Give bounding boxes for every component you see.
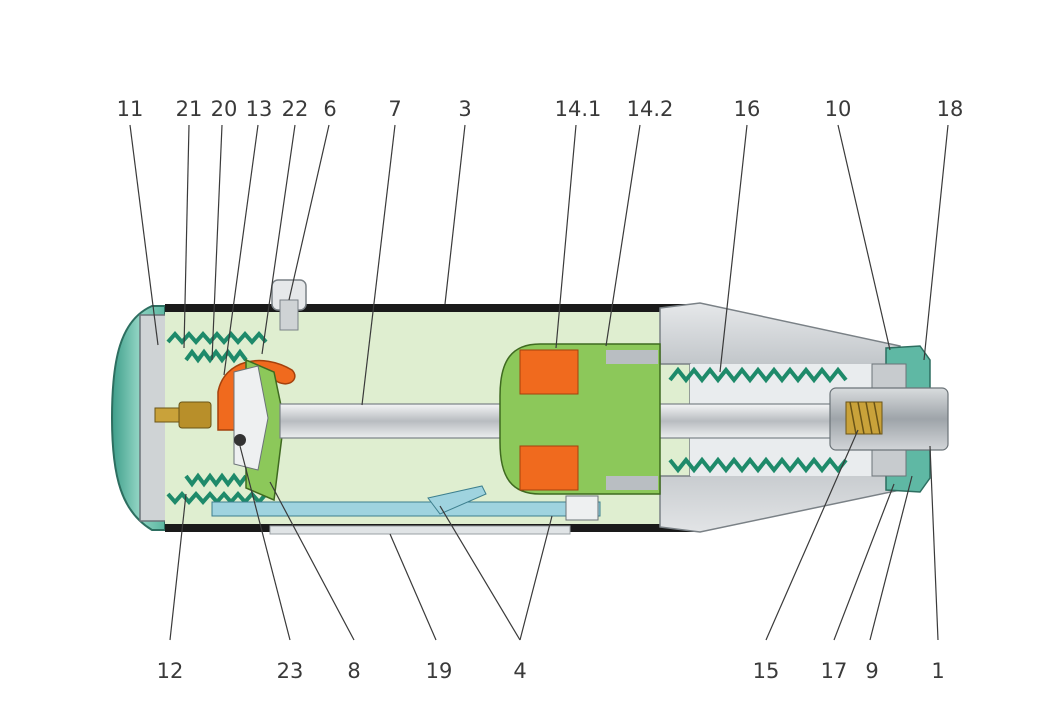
- label-12: 12: [157, 659, 184, 683]
- label-18: 18: [937, 97, 964, 121]
- label-23: 23: [277, 659, 304, 683]
- label-15: 15: [753, 659, 780, 683]
- label-22: 22: [282, 97, 309, 121]
- label-10: 10: [825, 97, 852, 121]
- return-spring: [668, 366, 848, 474]
- adjusting-screw: [154, 401, 212, 429]
- top-labels: 11 21 20 13 22 6 7 3 14.1 14.2 16 10 18: [117, 97, 964, 121]
- label-3: 3: [458, 97, 471, 121]
- bottom-labels: 12 23 8 19 4 15 17 9 1: [157, 659, 945, 683]
- label-21: 21: [176, 97, 203, 121]
- label-14-1: 14.1: [555, 97, 602, 121]
- label-11: 11: [117, 97, 144, 121]
- solenoid: [499, 343, 661, 495]
- label-14-2: 14.2: [627, 97, 674, 121]
- label-17: 17: [821, 659, 848, 683]
- terminal: [271, 279, 307, 331]
- label-16: 16: [734, 97, 761, 121]
- label-4: 4: [513, 659, 526, 683]
- label-1: 1: [931, 659, 944, 683]
- slide-bar: [211, 485, 601, 535]
- label-8: 8: [347, 659, 360, 683]
- label-9: 9: [865, 659, 878, 683]
- label-6: 6: [323, 97, 336, 121]
- label-7: 7: [388, 97, 401, 121]
- label-13: 13: [246, 97, 273, 121]
- label-19: 19: [426, 659, 453, 683]
- leader-lines: [129, 124, 949, 641]
- threaded-insert: [845, 401, 883, 435]
- label-20: 20: [211, 97, 238, 121]
- carrier-plate: [233, 358, 285, 502]
